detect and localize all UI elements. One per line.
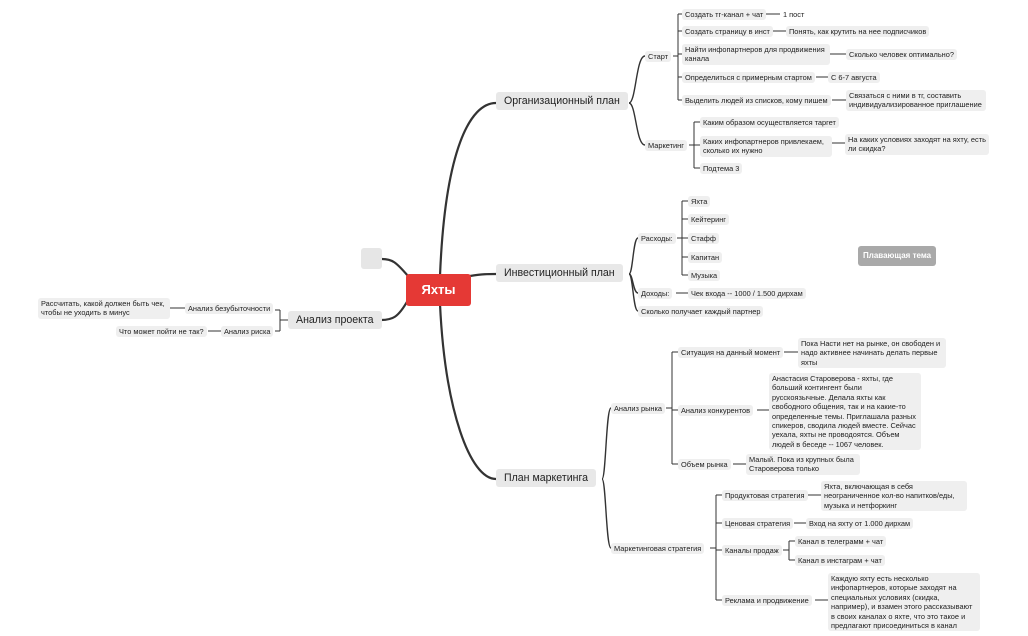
branch-org-plan[interactable]: Организационный план — [496, 92, 628, 110]
start-note-4[interactable]: С 6-7 августа — [828, 72, 880, 84]
expense-4[interactable]: Капитан — [688, 252, 723, 264]
org-marketing[interactable]: Маркетинг — [645, 140, 687, 152]
strategy-price-note[interactable]: Вход на яхту от 1.000 дирхам — [806, 518, 914, 530]
invest-income[interactable]: Доходы: — [638, 288, 673, 300]
floating-topic[interactable]: Плавающая тема — [858, 246, 937, 266]
org-start[interactable]: Старт — [645, 51, 672, 63]
expense-2[interactable]: Кейтеринг — [688, 214, 729, 226]
start-note-1[interactable]: 1 пост — [780, 9, 808, 21]
income-note[interactable]: Чек входа -- 1000 / 1.500 дирхам — [688, 288, 806, 300]
start-item-2[interactable]: Создать страницу в инст — [682, 26, 773, 38]
branch-project-analysis[interactable]: Анализ проекта — [288, 311, 382, 329]
expense-1[interactable]: Яхта — [688, 196, 711, 208]
analysis-risk-note[interactable]: Что может пойти не так? — [116, 326, 207, 338]
market-note-2[interactable]: Анастасия Староверова - яхты, где больши… — [769, 373, 921, 451]
market-item-2[interactable]: Анализ конкурентов — [678, 405, 754, 417]
analysis-breakeven-note[interactable]: Рассчитать, какой должен быть чек, чтобы… — [38, 298, 170, 319]
start-note-2[interactable]: Понять, как крутить на нее подписчиков — [786, 26, 930, 38]
market-item-3[interactable]: Объем рынка — [678, 459, 731, 471]
branch-invest-plan[interactable]: Инвестиционный план — [496, 264, 623, 282]
strategy-ads[interactable]: Реклама и продвижение — [722, 595, 812, 607]
invest-partner[interactable]: Сколько получает каждый партнер — [638, 306, 764, 318]
strategy-channels[interactable]: Каналы продаж — [722, 545, 782, 557]
start-item-5[interactable]: Выделить людей из списков, кому пишем — [682, 95, 831, 107]
channel-2[interactable]: Канал в инстаграм + чат — [795, 555, 885, 567]
strategy-ads-note[interactable]: Каждую яхту есть несколько инфопартнеров… — [828, 573, 980, 632]
branch-marketing-plan[interactable]: План маркетинга — [496, 469, 596, 487]
expense-5[interactable]: Музыка — [688, 270, 721, 282]
marketing-item-1[interactable]: Каким образом осуществляется таргет — [700, 117, 839, 129]
start-item-4[interactable]: Определиться с примерным стартом — [682, 72, 815, 84]
market-note-3[interactable]: Малый. Пока из крупных была Староверова … — [746, 454, 860, 475]
marketing-note-2[interactable]: На каких условиях заходят на яхту, есть … — [845, 134, 989, 155]
start-note-3[interactable]: Сколько человек оптимально? — [846, 49, 957, 61]
expense-3[interactable]: Стафф — [688, 233, 719, 245]
root-topic[interactable]: Яхты — [406, 274, 471, 306]
strategy-price[interactable]: Ценовая стратегия — [722, 518, 794, 530]
market-item-1[interactable]: Ситуация на данный момент — [678, 347, 784, 359]
analysis-risk[interactable]: Анализ риска — [221, 326, 274, 338]
marketing-strategy[interactable]: Маркетинговая стратегия — [611, 543, 705, 555]
market-note-1[interactable]: Пока Насти нет на рынке, он свободен и н… — [798, 338, 946, 369]
market-analysis[interactable]: Анализ рынка — [611, 403, 666, 415]
start-item-1[interactable]: Создать тг-канал + чат — [682, 9, 767, 21]
channel-1[interactable]: Канал в телеграмм + чат — [795, 536, 887, 548]
marketing-item-3[interactable]: Подтема 3 — [700, 163, 743, 175]
start-item-3[interactable]: Найти инфопартнеров для продвижения кана… — [682, 44, 830, 65]
strategy-product-note[interactable]: Яхта, включающая в себя неограниченное к… — [821, 481, 967, 512]
marketing-item-2[interactable]: Каких инфопартнеров привлекаем, сколько … — [700, 136, 832, 157]
strategy-product[interactable]: Продуктовая стратегия — [722, 490, 808, 502]
start-note-5[interactable]: Связаться с ними в тг, составить индивид… — [846, 90, 986, 111]
empty-topic[interactable] — [361, 248, 382, 269]
invest-expenses[interactable]: Расходы: — [638, 233, 676, 245]
analysis-breakeven[interactable]: Анализ безубыточности — [185, 303, 274, 315]
